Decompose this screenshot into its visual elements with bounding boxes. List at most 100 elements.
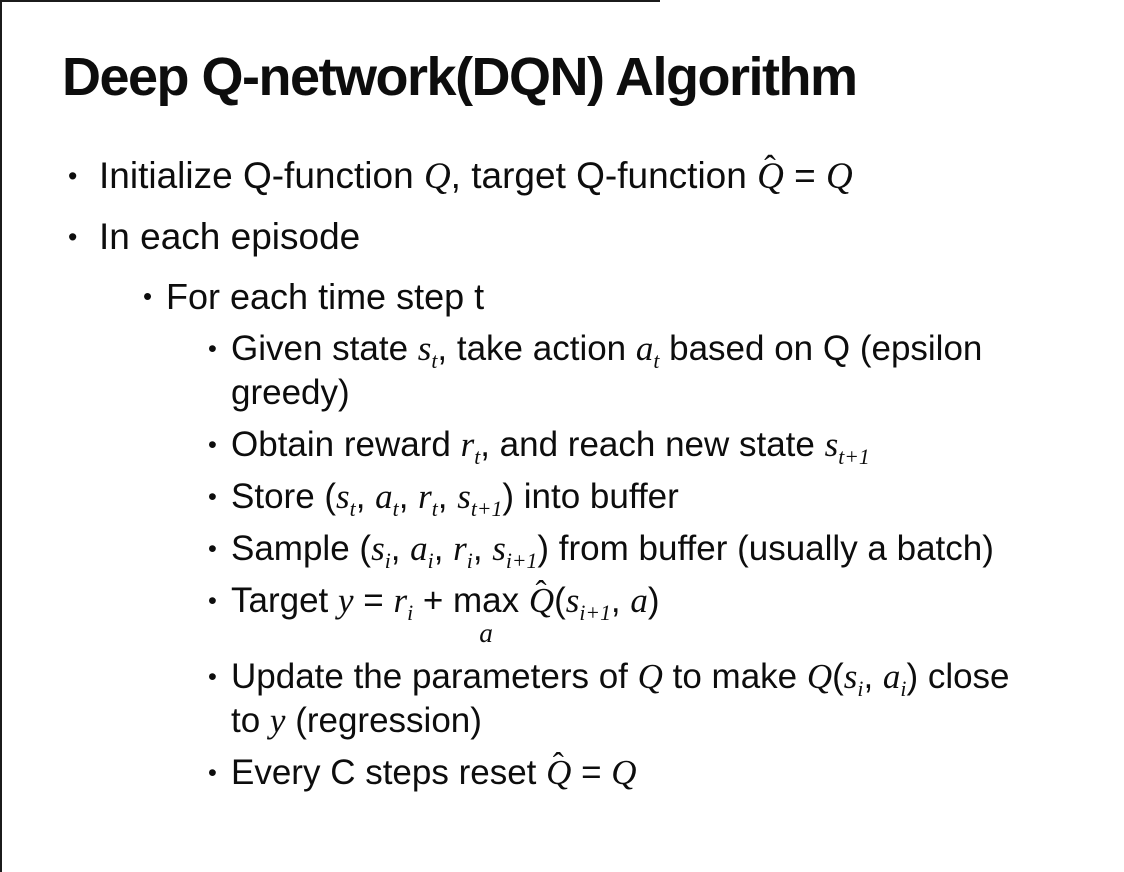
text-segment: to make	[662, 657, 807, 697]
bullet-text: In each episode	[99, 215, 1116, 259]
math-subscript: i	[857, 677, 864, 702]
bullet-icon: •	[208, 587, 217, 615]
math-subscript: i	[427, 549, 434, 573]
text-segment: Target	[231, 581, 338, 620]
text-segment: Every C steps reset	[231, 753, 547, 793]
text-segment: s	[457, 477, 471, 516]
math-subscript: t	[392, 497, 399, 521]
bullet-icon: •	[143, 283, 153, 311]
slide-title: Deep Q-network(DQN) Algorithm	[62, 47, 858, 107]
list-item: •Given state st, take action at based on…	[208, 327, 1116, 415]
text-segment: =	[783, 155, 827, 196]
text-segment: Q	[806, 657, 833, 697]
text-run: , and reach new state	[480, 425, 824, 464]
text-run: For each time step t	[166, 276, 484, 317]
text-segment: Q	[423, 156, 451, 197]
math-text-run: ai	[410, 529, 434, 572]
text-run: greedy)	[231, 373, 350, 412]
math-subscript: i+1	[505, 549, 538, 573]
text-segment: In each episode	[99, 216, 361, 257]
math-text-run: ri	[453, 529, 473, 572]
text-run: Update the parameters of	[231, 657, 638, 696]
text-run: Initialize Q-function	[99, 155, 424, 196]
text-segment: s	[417, 329, 432, 368]
text-run: , take action	[437, 329, 635, 368]
bullet-icon: •	[68, 222, 78, 252]
bullet-icon: •	[208, 483, 217, 511]
math-text-run: y	[270, 701, 286, 740]
list-item: •Store (st, at, rt, st+1) into buffer	[208, 475, 1116, 521]
text-segment: (regression)	[285, 701, 482, 741]
text-run: ) into buffer	[502, 477, 678, 516]
bullet-icon: •	[208, 663, 217, 692]
text-run: Sample (	[231, 529, 371, 568]
math-text-run: st+1	[457, 477, 502, 520]
text-run: ,	[356, 477, 375, 516]
math-text-run: si	[844, 657, 864, 700]
text-segment: Update the parameters of	[231, 657, 638, 697]
list-item: •Obtain reward rt, and reach new state s…	[208, 423, 1116, 469]
text-run: ,	[473, 529, 492, 568]
text-run: +	[413, 581, 453, 620]
math-subscript: t	[431, 349, 438, 373]
math-subscript: i	[466, 549, 473, 573]
math-text-run: at	[375, 477, 399, 520]
bullet-text: Update the parameters of Q to make Q(si,…	[231, 655, 1116, 743]
text-run: ,	[391, 529, 410, 568]
math-subscript: t	[474, 445, 481, 469]
math-text-run: ai	[882, 657, 907, 700]
text-run: ) from buffer (usually a batch)	[537, 529, 994, 568]
slide-frame-left-border	[0, 0, 2, 872]
text-run: (	[832, 657, 844, 696]
text-segment: ,	[610, 581, 631, 620]
text-segment: Store (	[231, 477, 337, 516]
text-segment: , and reach new state	[480, 425, 825, 464]
math-operator-label: max	[452, 581, 520, 620]
text-segment: r	[453, 529, 467, 568]
text-segment: a	[630, 581, 648, 620]
list-item: • Update the parameters of Q to make Q(si…	[208, 655, 1116, 743]
list-item: •Sample (si, ai, ri, si+1) from buffer (…	[208, 527, 1116, 573]
hat-accent-icon: ˆ	[535, 573, 547, 611]
text-run: Store (	[231, 477, 336, 516]
text-run: (regression)	[285, 701, 482, 741]
bullet-text: Sample (si, ai, ri, si+1) from buffer (u…	[231, 527, 1116, 573]
text-segment: a	[882, 657, 901, 697]
text-segment: Q	[826, 156, 853, 197]
text-segment: Q	[611, 753, 637, 793]
math-text-run: Q	[807, 657, 832, 696]
text-segment: ,	[472, 529, 493, 568]
text-segment: , target Q-function	[450, 155, 758, 196]
text-segment: based on Q (epsilon	[659, 329, 983, 368]
list-item: • For each time step t	[143, 275, 1116, 319]
hat-accent-icon: ˆ	[552, 745, 564, 783]
text-segment: For each time step t	[166, 276, 485, 317]
math-subscript: t+1	[838, 445, 870, 469]
text-run: =	[571, 753, 611, 792]
math-text-run: st	[336, 477, 356, 520]
text-segment: +	[413, 581, 453, 620]
text-run: ) close	[906, 657, 1009, 696]
text-segment: ,	[437, 477, 458, 516]
math-subscript: i	[407, 601, 414, 625]
text-segment: ,	[863, 657, 883, 697]
text-segment: (	[832, 657, 844, 697]
bullet-list: •Initialize Q-function Q, target Q-funct…	[64, 150, 1116, 803]
text-segment: ) close	[906, 657, 1010, 697]
math-subscript: t	[431, 497, 438, 521]
text-run: ,	[611, 581, 630, 620]
text-segment: s	[492, 529, 506, 568]
math-text-run: a	[630, 581, 648, 620]
text-run: =	[784, 155, 826, 196]
bullet-icon: •	[208, 335, 217, 363]
text-run: In each episode	[99, 216, 360, 257]
text-segment: s	[565, 581, 580, 620]
text-segment: ,	[390, 529, 411, 568]
